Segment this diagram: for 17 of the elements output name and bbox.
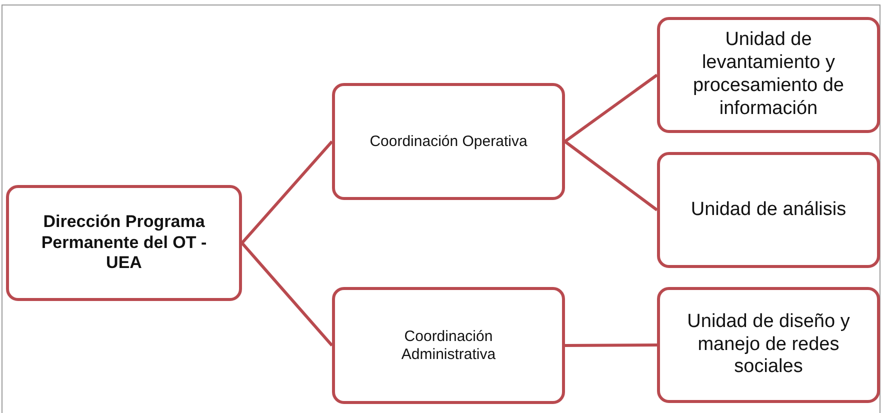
org-box [332,83,565,200]
connector-line [564,74,658,143]
connector-line [240,140,334,244]
org-box [332,287,565,404]
box-label: Dirección Programa Permanente del OT - UEA [40,212,208,274]
org-box [657,287,880,403]
box-label: Unidad de análisis [690,198,846,222]
box-label: Unidad de levantamiento y procesamiento de información [692,29,846,121]
org-box [657,152,880,268]
connector-line [564,140,658,212]
box-label: Coordinación Operativa [370,132,528,150]
connector-line [240,242,334,346]
box-label: Unidad de diseño y manejo de redes sociales [686,310,851,380]
box-label: Coordinación Administrativa [400,328,497,364]
org-box [657,17,880,133]
org-box [6,185,242,301]
connector-line [564,344,658,347]
